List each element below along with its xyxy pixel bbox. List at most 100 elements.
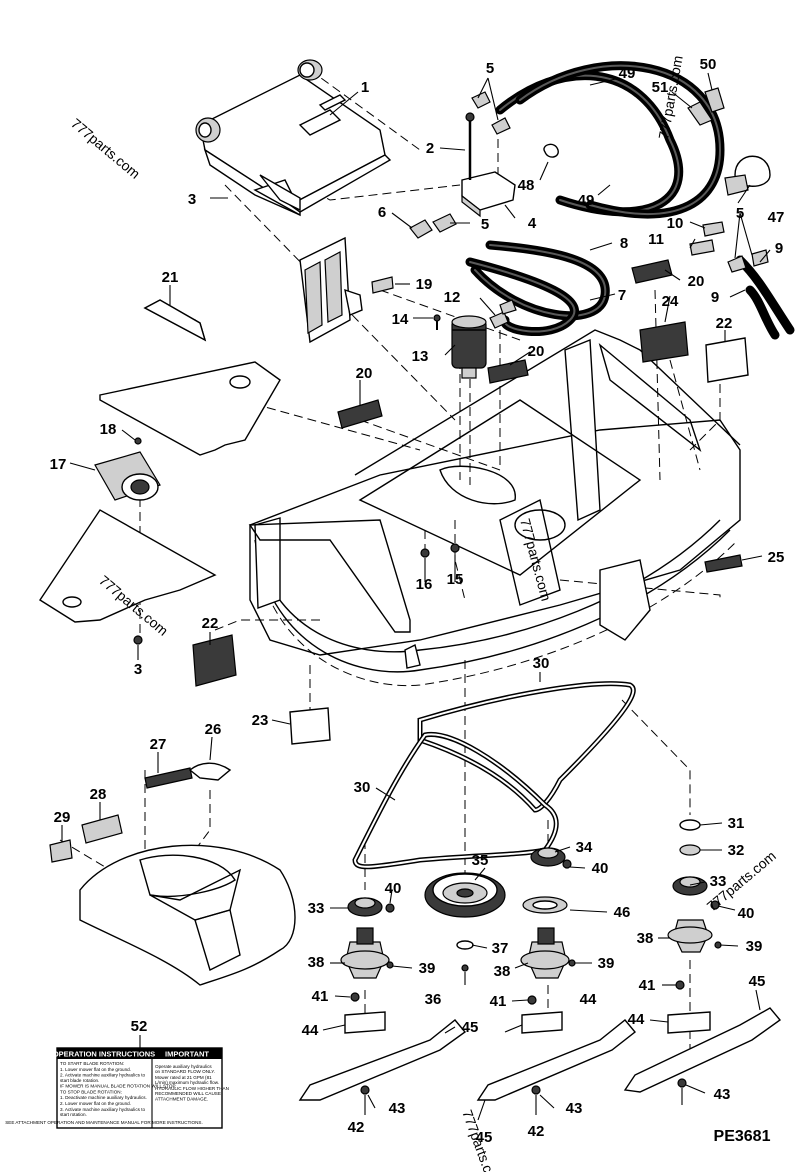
callout-22a: 22 bbox=[716, 315, 733, 332]
hose-clamps bbox=[543, 143, 771, 196]
callout-7: 7 bbox=[618, 287, 626, 304]
callout-48: 48 bbox=[518, 177, 535, 194]
diagram-code: PE3681 bbox=[714, 1128, 771, 1145]
callout-23: 23 bbox=[252, 712, 269, 729]
callout-20a: 20 bbox=[688, 273, 705, 290]
callout-15: 15 bbox=[447, 571, 464, 588]
callout-45b: 45 bbox=[749, 973, 766, 990]
callout-21: 21 bbox=[162, 269, 179, 286]
callout-25: 25 bbox=[768, 549, 785, 566]
callout-50: 50 bbox=[700, 56, 717, 73]
callout-44a: 44 bbox=[302, 1022, 319, 1039]
leader-lines bbox=[61, 72, 771, 1121]
callout-5b: 5 bbox=[481, 216, 489, 233]
callout-37: 37 bbox=[492, 940, 509, 957]
callout-12: 12 bbox=[444, 289, 461, 306]
center-pulley bbox=[424, 872, 506, 972]
callout-13: 13 bbox=[412, 348, 429, 365]
callout-24: 24 bbox=[662, 293, 679, 310]
callout-33b: 33 bbox=[710, 873, 727, 890]
valve-block bbox=[409, 87, 769, 329]
hydraulic-motor bbox=[433, 314, 487, 379]
watermark-1: 777parts.com bbox=[68, 115, 143, 182]
callout-27: 27 bbox=[150, 736, 167, 753]
spindle-right bbox=[667, 819, 722, 1034]
callout-49b: 49 bbox=[578, 192, 595, 209]
callout-32: 32 bbox=[728, 842, 745, 859]
callout-41b: 41 bbox=[490, 993, 507, 1010]
assembly-lines bbox=[59, 69, 721, 1050]
callout-42a: 42 bbox=[348, 1119, 365, 1136]
decal-left-line-0: TO START BLADE ROTATION: bbox=[60, 1061, 124, 1066]
decal-right-title: IMPORTANT bbox=[165, 1050, 209, 1059]
callout-8: 8 bbox=[620, 235, 628, 252]
decal-left-line-6: 2. Lower mower flat on the ground. bbox=[60, 1101, 131, 1106]
callout-40c: 40 bbox=[738, 905, 755, 922]
spindle-center bbox=[520, 847, 576, 1034]
callout-28: 28 bbox=[90, 786, 107, 803]
belts bbox=[352, 681, 636, 870]
callout-14: 14 bbox=[392, 311, 409, 328]
callout-3: 3 bbox=[188, 191, 196, 208]
decal-left-line-1: 1. Lower mower flat on the ground. bbox=[60, 1067, 131, 1072]
callout-34: 34 bbox=[576, 839, 593, 856]
callout-40a: 40 bbox=[385, 880, 402, 897]
lower-shield bbox=[39, 509, 217, 623]
callout-19: 19 bbox=[416, 276, 433, 293]
callout-9b: 9 bbox=[711, 289, 719, 306]
callout-39a: 39 bbox=[419, 960, 436, 977]
blades bbox=[298, 1007, 782, 1101]
callout-40b: 40 bbox=[592, 860, 609, 877]
callout-30a: 30 bbox=[533, 655, 550, 672]
callout-49a: 49 bbox=[619, 65, 636, 82]
hydraulic-hoses bbox=[465, 61, 795, 340]
callout-45a: 45 bbox=[462, 1019, 479, 1036]
callout-9a: 9 bbox=[775, 240, 783, 257]
decal-left-line-2: 2. Activate machine auxiliary hydraulics… bbox=[60, 1073, 145, 1083]
bracket-19 bbox=[299, 236, 394, 344]
callout-43b: 43 bbox=[566, 1100, 583, 1117]
callout-4: 4 bbox=[528, 215, 537, 232]
callout-22b: 22 bbox=[202, 615, 219, 632]
callout-47: 47 bbox=[768, 209, 785, 226]
callout-20b: 20 bbox=[528, 343, 545, 360]
callout-29: 29 bbox=[54, 809, 71, 826]
callout-labels: 1 2 3 4 5 5 6 7 8 9 9 10 11 12 13 14 15 … bbox=[50, 56, 785, 1146]
callout-31: 31 bbox=[728, 815, 745, 832]
mower-deck bbox=[248, 329, 741, 687]
callout-11: 11 bbox=[648, 231, 664, 248]
callout-38b: 38 bbox=[494, 963, 511, 980]
callout-43c: 43 bbox=[714, 1086, 731, 1103]
callout-2: 2 bbox=[426, 140, 434, 157]
callout-5a: 5 bbox=[486, 60, 494, 77]
deck-cover bbox=[49, 762, 296, 986]
callout-30b: 30 bbox=[354, 779, 371, 796]
decal-left-line-7: 3. Activate machine auxiliary hydraulics… bbox=[60, 1107, 145, 1117]
callout-18: 18 bbox=[100, 421, 117, 438]
decal-footer: SEE ATTACHMENT OPERATION AND MAINTENANCE… bbox=[5, 1120, 203, 1125]
callout-44c: 44 bbox=[628, 1011, 645, 1028]
callout-1: 1 bbox=[361, 79, 369, 96]
callout-38c: 38 bbox=[637, 930, 654, 947]
watermark-6: 777parts.com bbox=[459, 1108, 503, 1172]
decal-left-title: OPERATION INSTRUCTIONS bbox=[53, 1050, 155, 1059]
callout-17: 17 bbox=[50, 456, 67, 473]
callout-52: 52 bbox=[131, 1018, 148, 1035]
callout-41a: 41 bbox=[312, 988, 329, 1005]
spindle-left bbox=[340, 897, 395, 1034]
operation-decal: OPERATION INSTRUCTIONS IMPORTANT TO STAR… bbox=[5, 1047, 229, 1129]
callout-20c: 20 bbox=[356, 365, 373, 382]
motor-housing-17 bbox=[94, 437, 161, 645]
decal-left-line-3: IF MOWER IS MANUAL BLADE ROTATION WILL S… bbox=[60, 1084, 176, 1089]
callout-41c: 41 bbox=[639, 977, 656, 994]
decal-left-lines: TO START BLADE ROTATION:1. Lower mower f… bbox=[60, 1061, 176, 1117]
callout-45c: 45 bbox=[476, 1129, 493, 1146]
callout-3b: 3 bbox=[134, 661, 142, 678]
callout-39c: 39 bbox=[746, 938, 763, 955]
callout-5c: 5 bbox=[736, 205, 744, 222]
callout-33a: 33 bbox=[308, 900, 325, 917]
